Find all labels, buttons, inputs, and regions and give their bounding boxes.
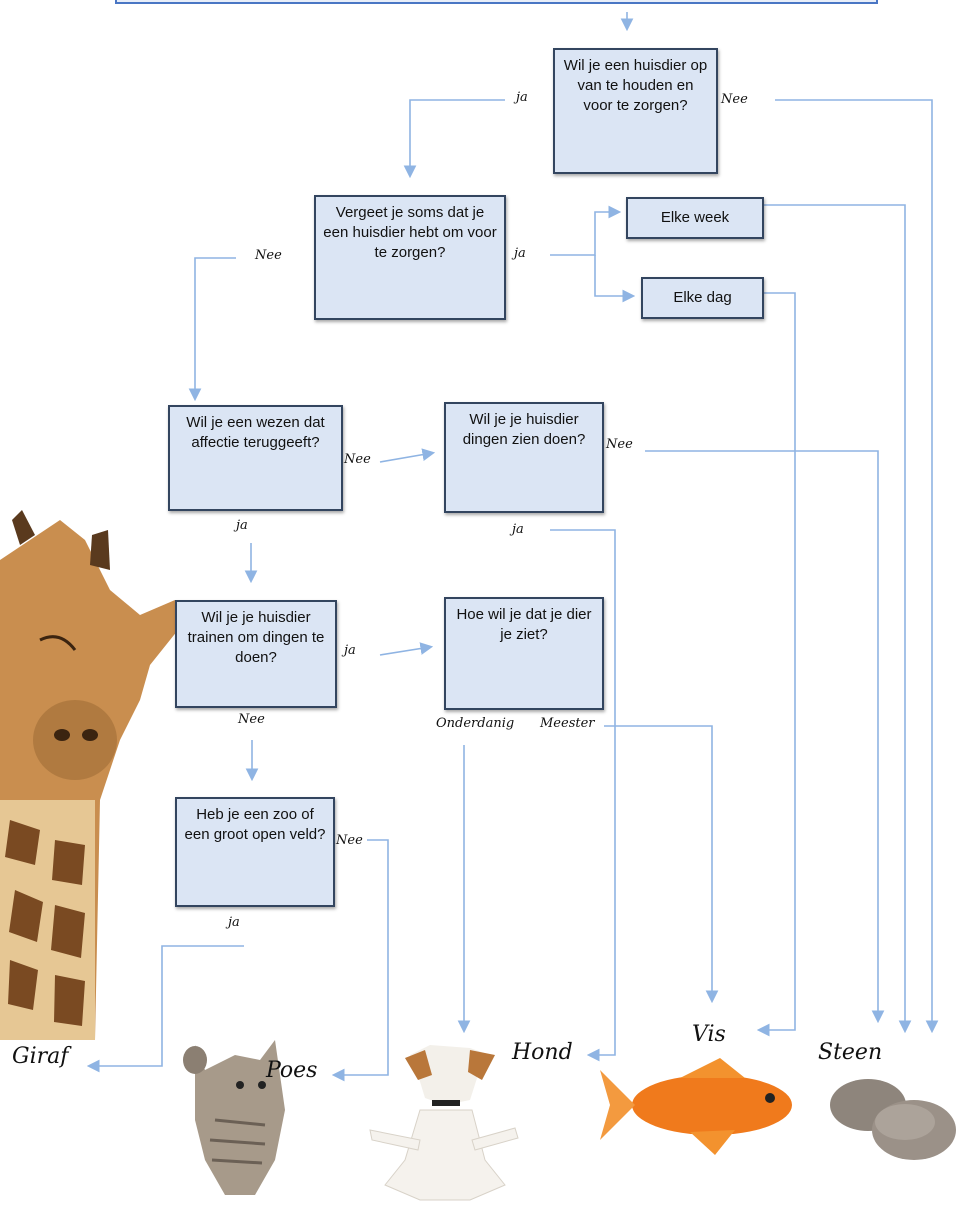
question-q4-text: Wil je je huisdier dingen zien doen?	[462, 411, 586, 448]
dog-image	[369, 1045, 519, 1201]
question-q6-box: Hoe wil je dat je dier je ziet?	[444, 597, 604, 710]
question-q1-text: Wil je een huisdier op van te houden en …	[563, 57, 708, 114]
result-hond: Hond	[512, 1040, 573, 1065]
answer-nee-q5: Nee	[238, 712, 265, 727]
question-q4-box: Wil je je huisdier dingen zien doen?	[444, 402, 604, 513]
answer-nee-q1: Nee	[721, 92, 748, 107]
answer-onderdanig: Onderdanig	[436, 716, 515, 731]
answer-ja-q3: ja	[236, 518, 248, 533]
answer-nee-q4: Nee	[606, 437, 633, 452]
answer-ja-q7: ja	[228, 915, 240, 930]
option-weekly-box: Elke week	[626, 197, 764, 239]
result-poes: Poes	[266, 1058, 318, 1083]
question-q7-text: Heb je een zoo of een groot open veld?	[184, 806, 326, 843]
option-weekly-text: Elke week	[660, 209, 730, 226]
question-q3-box: Wil je een wezen dat affectie teruggeeft…	[168, 405, 343, 511]
question-q2-box: Vergeet je soms dat je een huisdier hebt…	[314, 195, 506, 320]
answer-nee-q3: Nee	[344, 452, 371, 467]
result-vis: Vis	[692, 1022, 726, 1047]
question-q5-box: Wil je je huisdier trainen om dingen te …	[175, 600, 337, 708]
question-q7-box: Heb je een zoo of een groot open veld?	[175, 797, 335, 907]
question-q3-text: Wil je een wezen dat affectie teruggeeft…	[186, 414, 325, 451]
answer-nee-q7: Nee	[336, 833, 363, 848]
answer-ja-q1: ja	[516, 90, 528, 105]
stones-image	[830, 1079, 956, 1160]
top-banner-edge	[115, 0, 878, 4]
cat-image	[183, 1040, 285, 1195]
question-q2-text: Vergeet je soms dat je een huisdier hebt…	[323, 204, 497, 261]
option-daily-text: Elke dag	[673, 289, 732, 306]
answer-nee-q2: Nee	[255, 248, 282, 263]
question-q5-text: Wil je je huisdier trainen om dingen te …	[187, 609, 325, 666]
goldfish-image	[600, 1058, 792, 1155]
result-giraf: Giraf	[12, 1044, 69, 1069]
giraffe-image	[0, 510, 178, 1040]
answer-meester: Meester	[540, 716, 595, 731]
answer-ja-q4: ja	[512, 522, 524, 537]
question-q6-text: Hoe wil je dat je dier je ziet?	[456, 606, 592, 643]
answer-ja-q5: ja	[344, 643, 356, 658]
question-q1-box: Wil je een huisdier op van te houden en …	[553, 48, 718, 174]
answer-ja-q2: ja	[514, 246, 526, 261]
option-daily-box: Elke dag	[641, 277, 764, 319]
result-steen: Steen	[818, 1040, 883, 1065]
